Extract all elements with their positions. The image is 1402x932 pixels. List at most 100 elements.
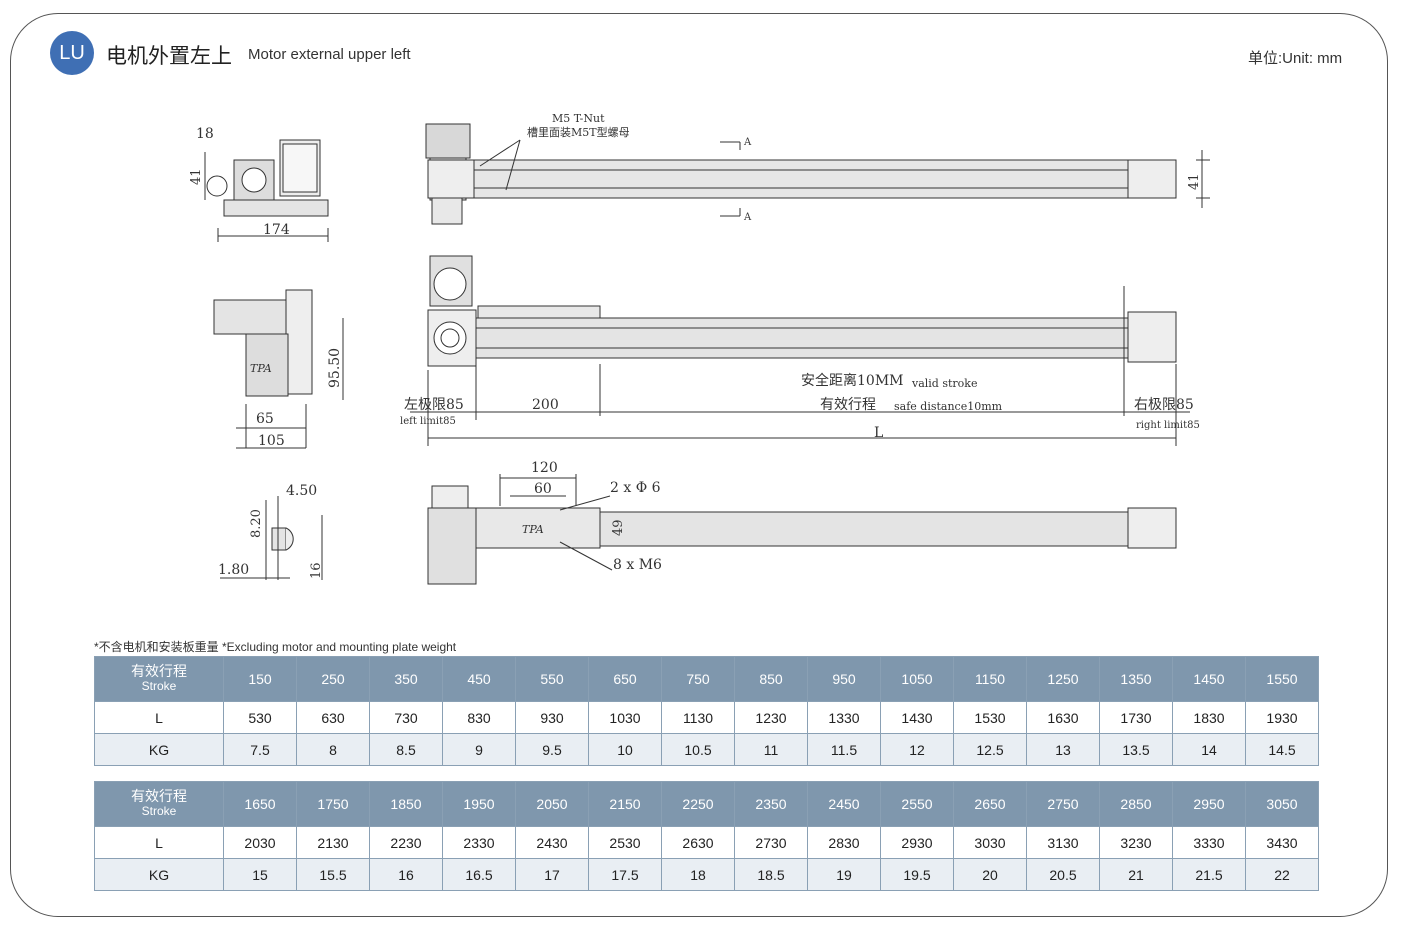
table-cell: 1530 [953, 701, 1027, 734]
dim-16: 16 [309, 562, 324, 579]
dim-95-50: 95.50 [327, 348, 343, 388]
table-cell: 530 [223, 701, 297, 734]
table-cell: 2730 [734, 826, 808, 859]
table-cell: 2830 [807, 826, 881, 859]
table-cell: 1230 [734, 701, 808, 734]
table-cell: 15 [223, 858, 297, 891]
table-cell: 650 [588, 656, 662, 702]
table-cell: 2250 [661, 781, 735, 827]
table-cell: 350 [369, 656, 443, 702]
dim-41-left: 41 [189, 168, 204, 185]
table-cell: 1730 [1099, 701, 1173, 734]
dim-1-80: 1.80 [218, 562, 249, 578]
table-cell: 2030 [223, 826, 297, 859]
table-cell: 10 [588, 733, 662, 766]
table-cell: 2630 [661, 826, 735, 859]
unit-label: 单位:Unit: mm [1248, 50, 1343, 67]
table-cell: 1450 [1172, 656, 1246, 702]
table-cell: 1630 [1026, 701, 1100, 734]
table-cell: 1750 [296, 781, 370, 827]
dim-18: 18 [196, 126, 214, 142]
left-limit-en: left limit85 [400, 416, 456, 427]
dim-49: 49 [611, 519, 626, 536]
table-cell: 2530 [588, 826, 662, 859]
table-cell: 550 [515, 656, 589, 702]
table-cell: 16 [369, 858, 443, 891]
table-cell: 14.5 [1245, 733, 1319, 766]
table-cell: 1930 [1245, 701, 1319, 734]
table-cell: 830 [442, 701, 516, 734]
table-cell: 16.5 [442, 858, 516, 891]
table-cell: 930 [515, 701, 589, 734]
section-a-top: A [743, 137, 752, 148]
table-cell: 1430 [880, 701, 954, 734]
table-cell: 9.5 [515, 733, 589, 766]
page-subtitle: Motor external upper left [248, 46, 411, 63]
dim-65: 65 [256, 411, 274, 427]
table-cell: 630 [296, 701, 370, 734]
row-label: L [94, 826, 224, 859]
table-cell: 750 [661, 656, 735, 702]
table-cell: 450 [442, 656, 516, 702]
table-cell: 2430 [515, 826, 589, 859]
dim-4-50: 4.50 [286, 483, 317, 499]
dim-120: 120 [531, 460, 558, 476]
dim-60: 60 [534, 481, 552, 497]
table-cell: 1030 [588, 701, 662, 734]
table-cell: 19 [807, 858, 881, 891]
table-cell: 1250 [1026, 656, 1100, 702]
table-cell: 1550 [1245, 656, 1319, 702]
dim-L: L [874, 425, 883, 441]
table-cell: 2350 [734, 781, 808, 827]
table-cell: 2930 [880, 826, 954, 859]
side-view-top [425, 123, 1210, 225]
table-cell: 3130 [1026, 826, 1100, 859]
table-cell: 2550 [880, 781, 954, 827]
valid-stroke-zh: 有效行程 [820, 397, 876, 413]
tnut-label-zh: 槽里面装M5T型螺母 [527, 125, 630, 139]
table-cell: 2750 [1026, 781, 1100, 827]
valid-stroke-en: safe distance10mm [894, 400, 1003, 413]
table-cell: 3330 [1172, 826, 1246, 859]
end-view-top [204, 139, 329, 242]
tpa-logo-carriage: TPA [522, 523, 544, 536]
table-cell: 2230 [369, 826, 443, 859]
table-cell: 7.5 [223, 733, 297, 766]
dim-8-20: 8.20 [249, 509, 264, 538]
table-cell: 3430 [1245, 826, 1319, 859]
table-cell: 730 [369, 701, 443, 734]
dim-105: 105 [258, 433, 285, 449]
dim-174: 174 [263, 222, 290, 238]
table-cell: 13.5 [1099, 733, 1173, 766]
technical-drawing: 18 41 174 M5 T-Nut 槽里面装M5T型螺母 A A 41 95.… [189, 112, 1210, 585]
table-cell: 18 [661, 858, 735, 891]
table-cell: 850 [734, 656, 808, 702]
table-cell: 13 [1026, 733, 1100, 766]
table-cell: 12 [880, 733, 954, 766]
holes-m6: 8 x M6 [613, 557, 662, 573]
table-cell: 2330 [442, 826, 516, 859]
table-cell: 2050 [515, 781, 589, 827]
table-cell: 8.5 [369, 733, 443, 766]
end-view-bottom [220, 496, 323, 580]
table-cell: 8 [296, 733, 370, 766]
table-cell: 22 [1245, 858, 1319, 891]
table-cell: 3050 [1245, 781, 1319, 827]
table-cell: 2950 [1172, 781, 1246, 827]
table-cell: 1150 [953, 656, 1027, 702]
right-limit-en: right limit85 [1136, 420, 1200, 431]
table-cell: 17.5 [588, 858, 662, 891]
table-cell: 18.5 [734, 858, 808, 891]
table-cell: 1950 [442, 781, 516, 827]
left-limit-zh: 左极限85 [404, 397, 464, 413]
table-cell: 1350 [1099, 656, 1173, 702]
